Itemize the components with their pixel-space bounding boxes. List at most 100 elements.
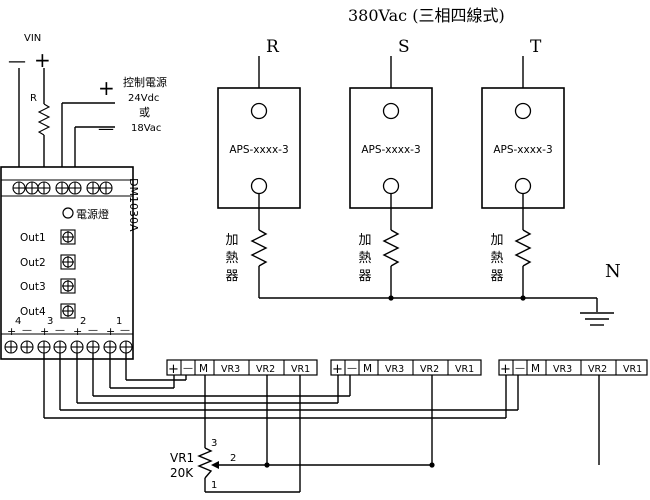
out1-label: Out1: [20, 232, 46, 244]
terminal-screw: [55, 181, 69, 195]
out3-indicator-icon: [60, 278, 76, 294]
vin-minus: —: [8, 51, 26, 72]
bottom-sign: —: [55, 325, 65, 336]
module-model: DM1030A: [127, 178, 140, 232]
panel-1-minus: —: [183, 363, 193, 374]
output-wiring: [43, 353, 518, 419]
heater-2-char-3: 器: [358, 269, 371, 284]
terminal-screw: [103, 340, 117, 354]
panel-3-minus: —: [515, 363, 525, 374]
bottom-sign: +: [106, 325, 115, 338]
bottom-sign: —: [22, 325, 32, 336]
control-power-minus: —: [98, 119, 114, 138]
neutral-bus: N: [259, 261, 621, 312]
out3-label: Out3: [20, 281, 46, 293]
panel-1-vr3: VR3: [221, 364, 240, 375]
phase-s-label: S: [398, 37, 410, 57]
panel-1-m: M: [199, 363, 208, 375]
terminal-screw: [53, 340, 67, 354]
terminal-screw: [99, 181, 113, 195]
bottom-sign: +: [73, 325, 82, 338]
terminal-screw: [86, 340, 100, 354]
vin-input: VIN — + R: [8, 33, 51, 180]
terminal-panel-1: + — M VR3 VR2 VR1: [166, 359, 318, 388]
panel-3-vr2: VR2: [588, 364, 607, 375]
relay-1-label: APS-xxxx-3: [229, 144, 288, 156]
out4-label: Out4: [20, 306, 46, 318]
bottom-sign: —: [88, 325, 98, 336]
terminal-screw: [68, 181, 82, 195]
terminal-screw: [37, 340, 51, 354]
heater-1: 加 熱 器: [225, 194, 268, 298]
terminal-screw: [25, 181, 39, 195]
control-power-plus: +: [98, 76, 115, 100]
bottom-sign: +: [7, 325, 16, 338]
pot-pin3: 3: [211, 438, 217, 449]
panel-1-vr1: VR1: [291, 364, 310, 375]
control-power-line3: 或: [139, 106, 150, 119]
panel-1-vr2: VR2: [256, 364, 275, 375]
heater-2-char-2: 熱: [358, 251, 371, 266]
control-power-line2: 24Vdc: [128, 93, 159, 104]
panel-3-m: M: [531, 363, 540, 375]
relay-3: APS-xxxx-3: [481, 87, 565, 209]
terminal-screw: [12, 181, 26, 195]
controller-module: DM1030A 電源燈 Out1 Out2 Out3 Out4 4 3 2 1 …: [0, 166, 140, 360]
phase-r-label: R: [266, 37, 280, 57]
heater-3-char-2: 熱: [490, 251, 503, 266]
out2-indicator-icon: [60, 254, 76, 270]
panel-2-m: M: [363, 363, 372, 375]
panel-1-plus: +: [168, 362, 179, 377]
panel-3-vr1: VR1: [623, 364, 642, 375]
out4-indicator-icon: [60, 303, 76, 319]
panel-2-vr2: VR2: [420, 364, 439, 375]
control-power-line1: 控制電源: [123, 75, 167, 89]
supply-title: 380Vac (三相四線式): [348, 6, 505, 25]
terminal-screw: [20, 340, 34, 354]
pot-value: 20K: [170, 466, 194, 480]
panel-2-vr1: VR1: [455, 364, 474, 375]
control-power: + — 控制電源 24Vdc 或 18Vac: [61, 75, 167, 180]
phase-t-label: T: [530, 37, 542, 57]
bottom-number-2: 2: [80, 316, 86, 327]
bottom-number-4: 4: [15, 316, 21, 327]
potentiometer: 3 2 1 VR1 20K: [170, 438, 236, 491]
out2-label: Out2: [20, 257, 46, 269]
out1-indicator-icon: [60, 229, 76, 245]
panel-3-plus: +: [500, 362, 511, 377]
heater-1-char-1: 加: [225, 233, 238, 248]
relay-1: APS-xxxx-3: [217, 87, 301, 209]
panel-2-minus: —: [347, 363, 357, 374]
vin-label: VIN: [24, 33, 41, 44]
power-led-label: 電源燈: [76, 207, 109, 221]
terminal-panel-2: + — M VR3 VR2 VR1: [330, 359, 482, 403]
relay-2: APS-xxxx-3: [349, 87, 433, 209]
ground-icon: [580, 312, 614, 326]
bottom-number-1: 1: [116, 316, 122, 327]
terminal-screw: [119, 340, 133, 354]
terminal-screw: [4, 340, 18, 354]
terminal-screw: [86, 181, 100, 195]
heater-1-char-3: 器: [225, 269, 238, 284]
pot-pin2: 2: [230, 453, 236, 464]
panel-2-plus: +: [332, 362, 343, 377]
heater-3-char-1: 加: [490, 233, 503, 248]
pot-wiring: [204, 375, 600, 493]
vin-resistor-label: R: [30, 93, 37, 104]
terminal-screw: [70, 340, 84, 354]
pot-name: VR1: [170, 451, 194, 465]
power-led-icon: [62, 207, 74, 219]
relay-2-label: APS-xxxx-3: [361, 144, 420, 156]
bottom-sign: +: [40, 325, 49, 338]
control-power-line4: 18Vac: [131, 123, 161, 134]
heater-3: 加 熱 器: [490, 194, 532, 298]
panel-2-vr3: VR3: [385, 364, 404, 375]
panel-3-vr3: VR3: [553, 364, 572, 375]
bottom-sign: —: [120, 325, 130, 336]
pot-pin1: 1: [211, 480, 217, 491]
terminal-panel-3: + — M VR3 VR2 VR1: [498, 359, 648, 418]
heater-2-char-1: 加: [358, 233, 371, 248]
bottom-number-3: 3: [47, 316, 53, 327]
